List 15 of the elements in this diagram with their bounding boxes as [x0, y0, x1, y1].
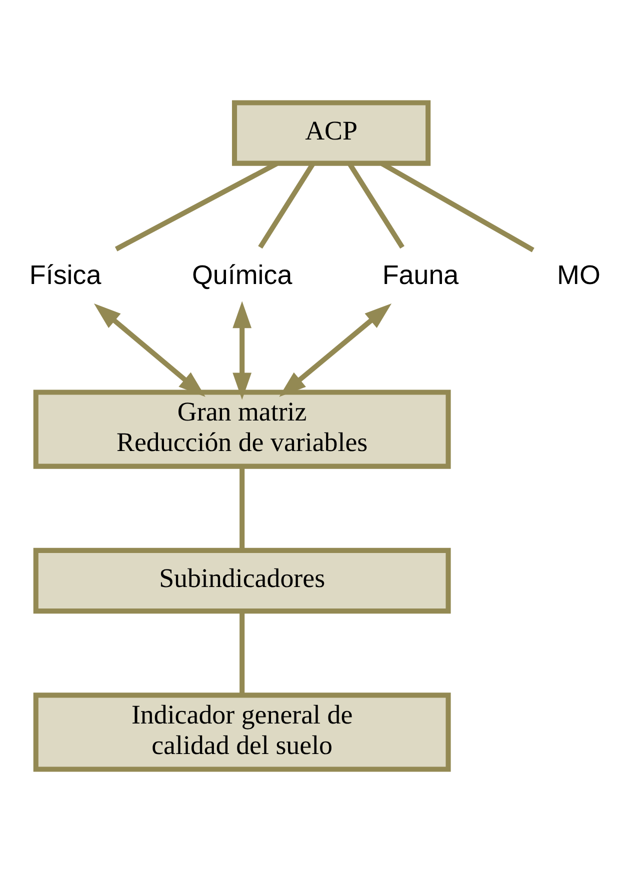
- arrow: [279, 304, 392, 397]
- connector: [258, 162, 315, 249]
- connector: [348, 162, 404, 249]
- node-box: Gran matriz Reducción de variables: [33, 390, 451, 469]
- arrow: [232, 301, 252, 400]
- node-text: Fauna: [382, 260, 459, 290]
- arrow: [94, 303, 206, 397]
- node-box: Subindicadores: [33, 548, 451, 614]
- node-text: Química: [192, 260, 292, 290]
- connector: [240, 466, 245, 550]
- node-box: Indicador general de calidad del suelo: [33, 692, 451, 772]
- node-box: ACP: [232, 100, 431, 166]
- node-text: MO: [557, 260, 600, 290]
- node-text: Física: [29, 260, 102, 290]
- connector: [240, 612, 245, 696]
